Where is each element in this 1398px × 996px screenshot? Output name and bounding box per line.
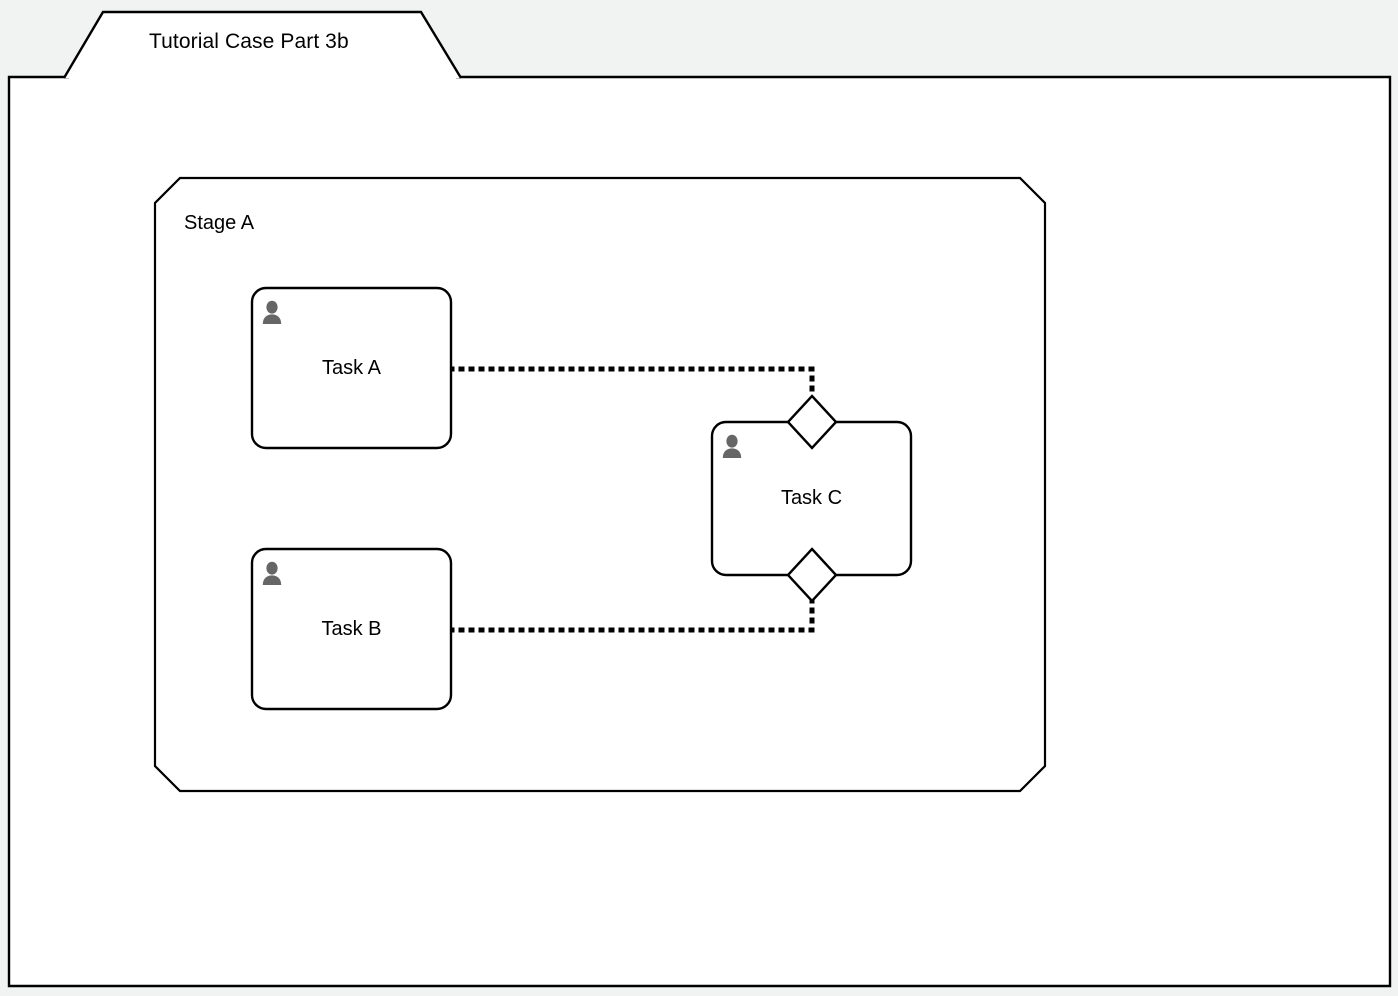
person-icon — [722, 434, 742, 458]
connection-task-b-to-task-c[interactable] — [448, 597, 815, 633]
task-c-node[interactable] — [710, 394, 913, 603]
case-frame-tab — [62, 10, 463, 79]
task-b-node[interactable] — [250, 547, 453, 711]
conn-b-to-c-path — [448, 597, 815, 633]
task-b-box — [250, 547, 453, 711]
person-icon — [262, 300, 282, 324]
task-a-box — [250, 286, 453, 450]
sentry-diamond-top[interactable] — [786, 394, 838, 450]
sentry-diamond-bottom[interactable] — [786, 547, 838, 603]
connection-task-a-to-task-c[interactable] — [448, 366, 815, 400]
conn-a-to-c-path — [448, 366, 815, 400]
task-a-node[interactable] — [250, 286, 453, 450]
person-icon — [262, 561, 282, 585]
